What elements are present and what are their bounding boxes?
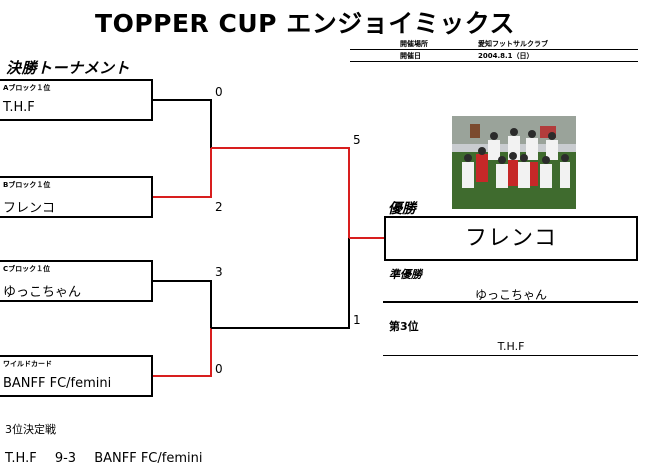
match-team-2: BANFF FC/femini xyxy=(94,451,203,466)
runner-up-underline xyxy=(383,301,638,303)
third-place-underline xyxy=(383,355,638,356)
tournament-heading: 決勝トーナメント xyxy=(6,59,131,77)
match-score: 9-3 xyxy=(54,451,77,466)
bracket-line-final-bottom xyxy=(211,238,350,329)
score-team-a: 0 xyxy=(215,85,223,99)
venue-row: 開催場所 愛知フットサルクラブ xyxy=(350,38,638,50)
team-box-b: Bブロック１位 フレンコ xyxy=(0,176,153,218)
team-block-label: Bブロック１位 xyxy=(3,181,51,189)
bracket-line-team-b xyxy=(153,148,212,198)
team-name: フレンコ xyxy=(3,201,56,216)
team-box-wildcard: ワイルドカード BANFF FC/femini xyxy=(0,355,153,397)
third-place-label: 第3位 xyxy=(389,320,419,333)
date-value: 2004.8.1（日） xyxy=(478,52,534,60)
team-name: ゆっこちゃん xyxy=(3,285,82,300)
team-box-c: Cブロック１位 ゆっこちゃん xyxy=(0,260,153,302)
champion-label: 優勝 xyxy=(388,201,416,217)
date-row: 開催日 2004.8.1（日） xyxy=(350,50,638,62)
venue-value: 愛知フットサルクラブ xyxy=(478,40,548,48)
match-team-1: T.H.F xyxy=(5,451,37,466)
bracket-line-final-top xyxy=(211,147,350,238)
team-block-label: Aブロック１位 xyxy=(3,84,51,92)
team-block-label: ワイルドカード xyxy=(3,360,52,368)
champion-box: フレンコ xyxy=(384,216,638,261)
team-photo xyxy=(452,116,576,209)
bracket-line-team-a xyxy=(153,99,212,148)
third-place-match-label: 3位決定戦 xyxy=(5,423,56,436)
venue-label: 開催場所 xyxy=(400,40,428,48)
runner-up-label: 準優勝 xyxy=(389,268,422,281)
score-final-bottom: 1 xyxy=(353,313,361,327)
score-team-c: 3 xyxy=(215,265,223,279)
team-box-a: Aブロック１位 T.H.F xyxy=(0,79,153,121)
team-block-label: Cブロック１位 xyxy=(3,265,51,273)
score-final-top: 5 xyxy=(353,133,361,147)
third-place-name: T.H.F xyxy=(497,340,525,353)
team-name: BANFF FC/femini xyxy=(3,376,112,391)
score-team-b: 2 xyxy=(215,200,223,214)
bracket-line-team-c xyxy=(153,280,212,328)
bracket-line-team-wc xyxy=(153,328,212,377)
third-place-match-result: T.H.F 9-3 BANFF FC/femini xyxy=(5,451,202,466)
score-team-wildcard: 0 xyxy=(215,362,223,376)
runner-up-name: ゆっこちゃん xyxy=(474,288,547,302)
team-name: T.H.F xyxy=(3,100,35,115)
date-label: 開催日 xyxy=(400,52,421,60)
page-title: TOPPER CUP エンジョイミックス xyxy=(95,9,515,38)
